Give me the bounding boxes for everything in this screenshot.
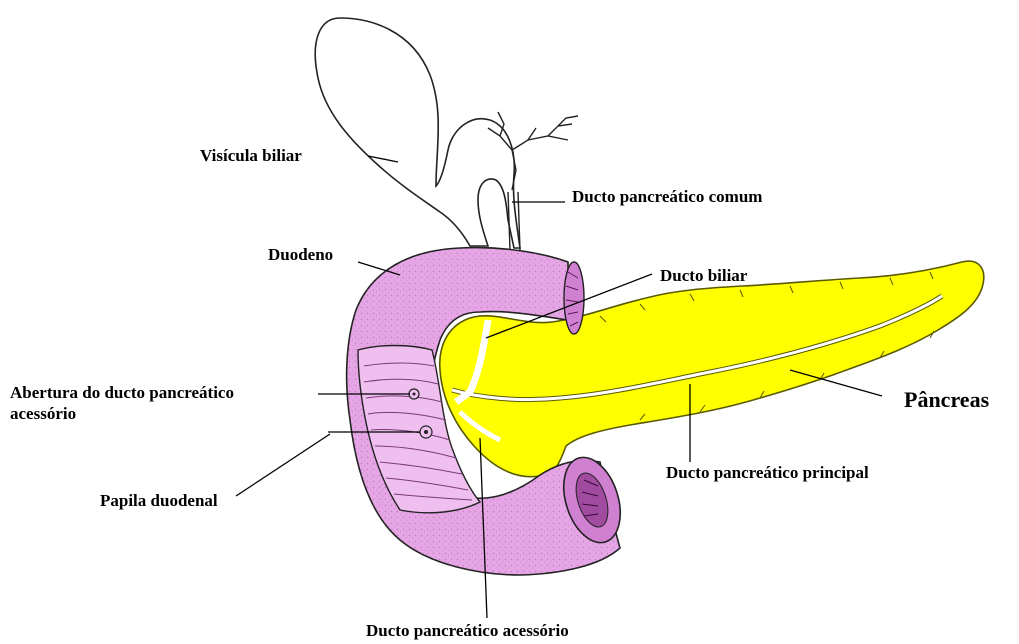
label-gallbladder: Visícula biliar <box>200 145 302 166</box>
major-papilla-center <box>424 430 428 434</box>
label-accessory-pancreatic-duct: Ducto pancreático acessório <box>366 620 569 641</box>
label-accessory-duct-opening: Abertura do ducto pancreático acessório <box>10 382 234 424</box>
label-accessory-opening-line2: acessório <box>10 403 234 424</box>
label-bile-duct: Ducto biliar <box>660 265 747 286</box>
gallbladder <box>315 18 520 248</box>
label-accessory-opening-line1: Abertura do ducto pancreático <box>10 382 234 403</box>
accessory-papilla-center <box>413 393 416 396</box>
label-duodenum: Duodeno <box>268 244 333 265</box>
label-pancreas: Pâncreas <box>904 387 989 413</box>
label-duodenal-papilla: Papila duodenal <box>100 490 218 511</box>
label-common-pancreatic-duct: Ducto pancreático comum <box>572 186 762 207</box>
duodenum-upper-cut-end <box>564 262 584 334</box>
label-main-pancreatic-duct: Ducto pancreático principal <box>666 462 869 483</box>
leader-papilla-diagonal <box>236 434 330 496</box>
